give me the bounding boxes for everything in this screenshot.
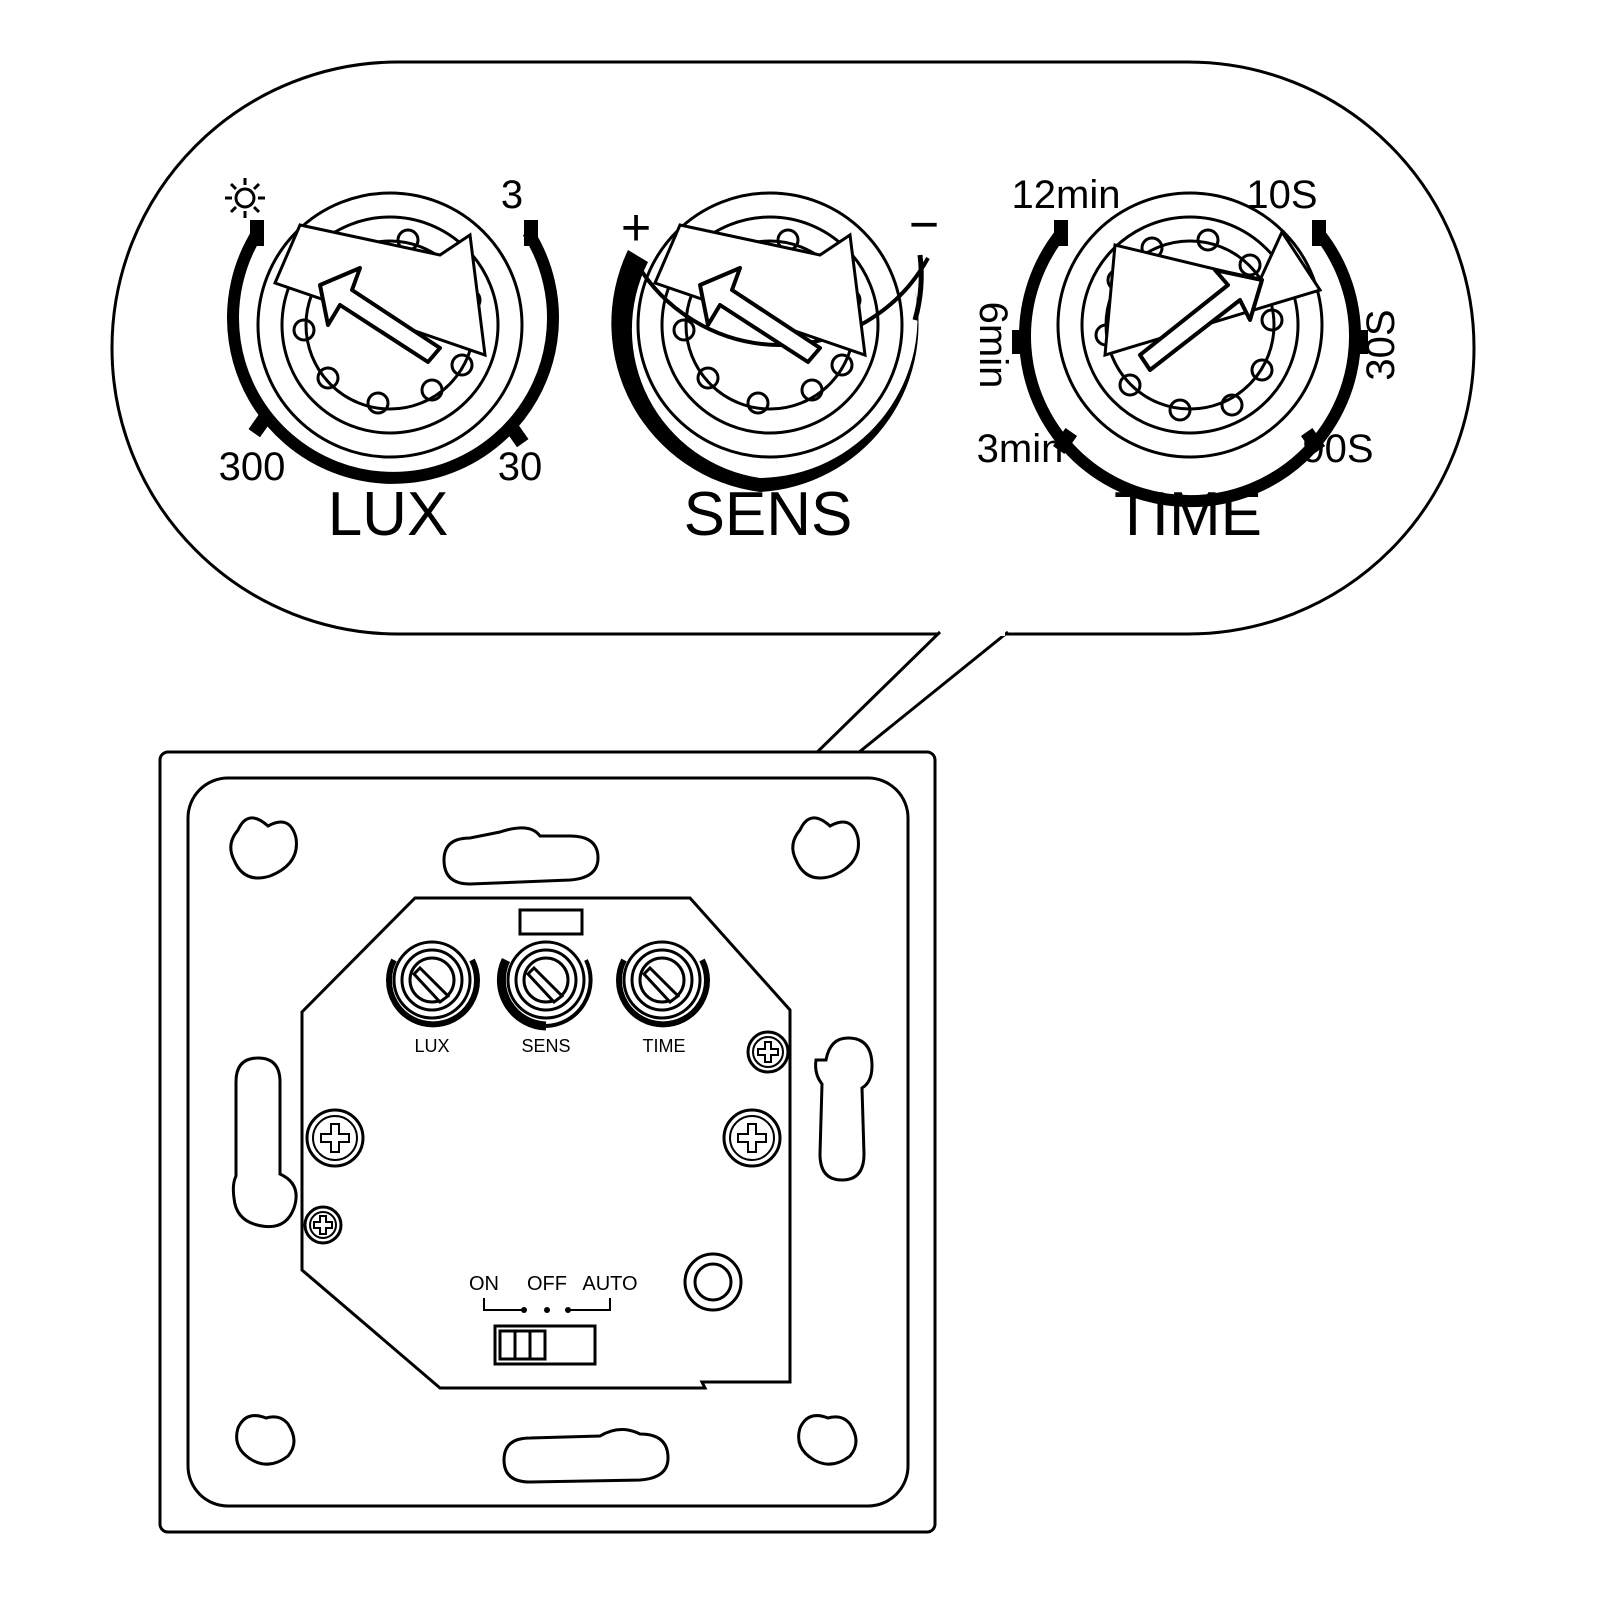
mounting-hole-bottom-left	[235, 1414, 296, 1466]
lux-scale-30: 30	[498, 445, 543, 489]
screw-left-middle	[305, 1108, 365, 1168]
sens-scale-plus: +	[621, 199, 651, 257]
time-scale-3min: 3min	[977, 427, 1064, 471]
switch-label-on: ON	[469, 1273, 499, 1295]
time-title: TIME	[1114, 480, 1262, 549]
screws	[303, 1030, 790, 1312]
switch-label-auto: AUTO	[582, 1273, 637, 1295]
time-scale-30s: 30S	[1359, 309, 1403, 380]
sensor-window	[518, 908, 584, 936]
time-scale-10s: 10S	[1246, 173, 1317, 217]
small-lux-label: LUX	[414, 1036, 449, 1056]
screw-left-bottom	[303, 1205, 343, 1245]
screw-right-top	[746, 1030, 790, 1074]
mounting-hole-bottom-right	[797, 1414, 858, 1466]
slot-left	[231, 1056, 298, 1229]
lux-dial[interactable]	[227, 191, 559, 484]
small-time-dial[interactable]	[616, 940, 710, 1028]
time-scale-labels: 12min 10S 6min 30S 3min 90S TIME	[971, 173, 1403, 549]
time-scale-90s: 90S	[1302, 427, 1373, 471]
sensor-module	[300, 896, 792, 1390]
sens-title: SENS	[684, 480, 853, 549]
indicator-ring	[683, 1252, 743, 1312]
small-sens-label: SENS	[521, 1036, 570, 1056]
time-scale-6min: 6min	[971, 302, 1015, 389]
small-sens-dial[interactable]	[496, 940, 593, 1031]
small-lux-dial[interactable]	[386, 940, 480, 1028]
sens-dial[interactable]	[611, 191, 930, 492]
screw-right-middle	[722, 1108, 782, 1168]
sens-scale-minus: −	[909, 196, 939, 254]
mounting-hole-top-left	[229, 816, 298, 880]
slot-bottom	[502, 1428, 670, 1484]
sens-scale-labels: + − SENS	[621, 196, 939, 549]
lux-scale-labels: 3 300 30 LUX	[219, 173, 543, 549]
slot-right	[814, 1036, 874, 1182]
switch-label-off: OFF	[527, 1273, 567, 1295]
time-scale-12min: 12min	[1012, 173, 1121, 217]
slot-top	[442, 826, 600, 886]
mounting-holes	[229, 816, 874, 1484]
small-dial-labels: LUX SENS TIME	[414, 1036, 685, 1056]
lux-title: LUX	[328, 480, 449, 549]
mounting-hole-top-right	[791, 816, 860, 880]
sun-icon	[225, 178, 265, 218]
lux-scale-300: 300	[219, 445, 286, 489]
small-time-label: TIME	[643, 1036, 686, 1056]
lux-scale-3: 3	[501, 173, 523, 217]
mode-switch[interactable]: ON OFF AUTO	[469, 1273, 638, 1366]
time-dial[interactable]	[1012, 191, 1368, 508]
